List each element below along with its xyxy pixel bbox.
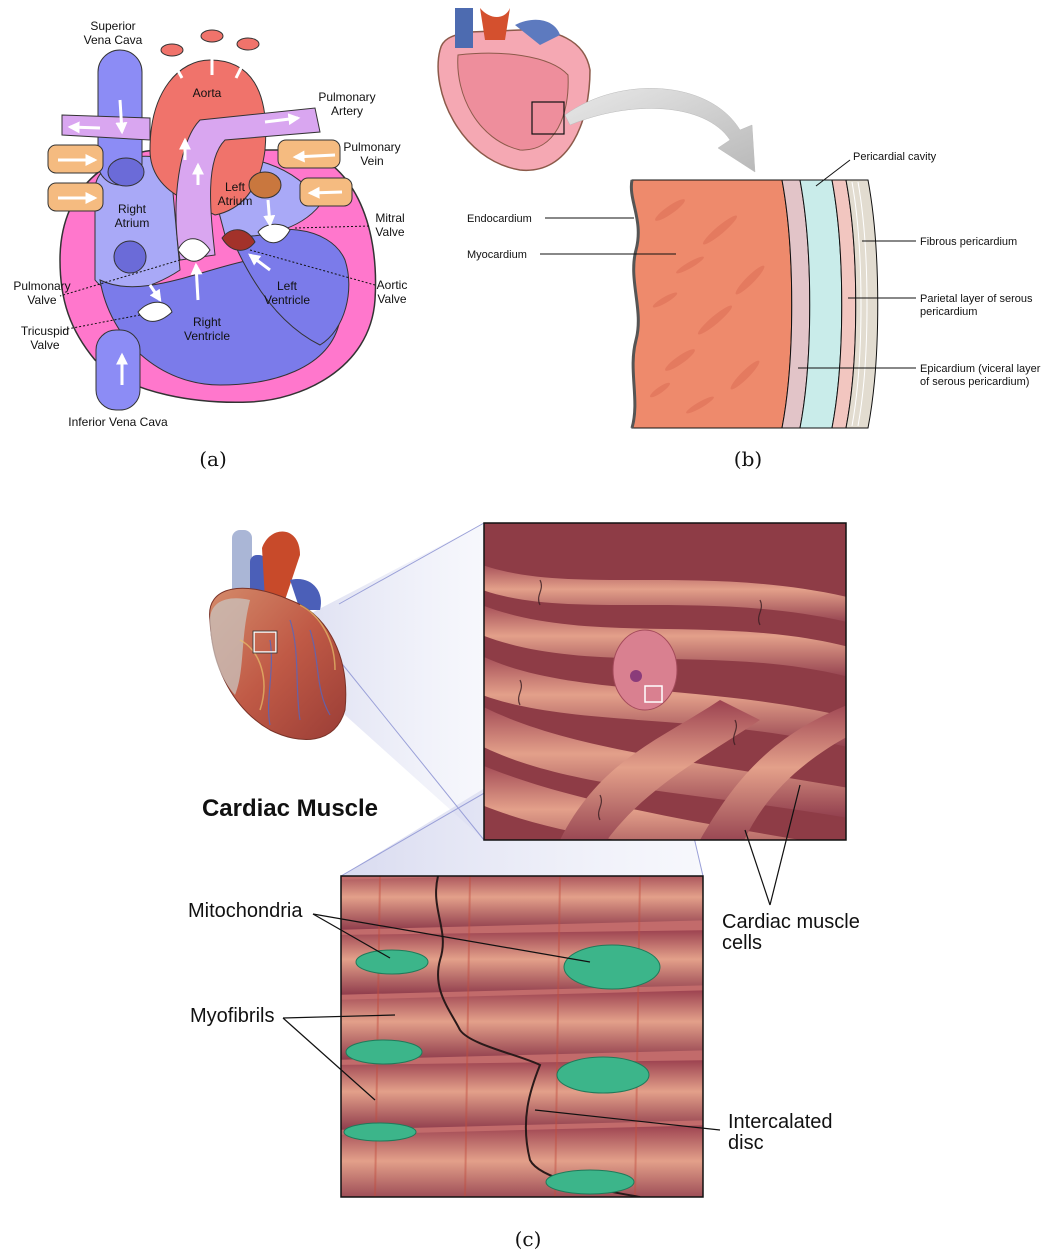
heart-thumbnail: [438, 8, 590, 170]
vena-cava-opening: [108, 158, 144, 186]
label-parietal-layer: pericardium: [920, 306, 977, 318]
label-left-atrium: Atrium: [218, 194, 253, 208]
label-superior-vena-cava: Vena Cava: [84, 33, 143, 47]
label-left-ventricle: Left: [277, 279, 298, 293]
label-mitral-valve: Mitral: [375, 211, 404, 225]
label-pulmonary-vein: Pulmonary: [343, 140, 400, 154]
label-pericardial-cavity: Pericardial cavity: [853, 151, 937, 163]
heart-illustration: [210, 530, 346, 740]
label-intercalated-disc: disc: [728, 1132, 764, 1154]
label-fibrous-pericardium: Fibrous pericardium: [920, 236, 1017, 248]
zoom-arrow: [565, 88, 755, 172]
label-pulmonary-artery: Pulmonary: [318, 90, 375, 104]
caption-a: (a): [199, 447, 227, 471]
label-left-ventricle: Ventricle: [264, 293, 310, 307]
aorta-branch-1: [161, 44, 183, 56]
pulmonary-vein-opening: [249, 172, 281, 198]
label-right-ventricle: Ventricle: [184, 329, 230, 343]
label-superior-vena-cava: Superior: [90, 19, 135, 33]
myofibril-bands: [330, 870, 720, 1205]
myofibrils-image: [330, 870, 720, 1205]
label-aorta: Aorta: [193, 86, 222, 100]
label-epicardium: of serous pericardium): [920, 376, 1029, 388]
label-right-atrium: Atrium: [115, 216, 150, 230]
label-pulmonary-valve: Pulmonary: [13, 279, 70, 293]
label-mitochondria: Mitochondria: [188, 900, 303, 922]
ivc-opening: [114, 241, 146, 273]
panel-b-heart-wall: Pericardial cavity Endocardium Myocardiu…: [438, 8, 1041, 471]
label-aortic-valve: Valve: [377, 292, 406, 306]
cardiac-cells-image: [470, 523, 860, 870]
label-myofibrils: Myofibrils: [190, 1005, 274, 1027]
label-tricuspid-valve: Tricuspid: [21, 324, 69, 338]
caption-b: (b): [734, 447, 762, 471]
label-mitral-valve: Valve: [375, 225, 404, 239]
label-pulmonary-valve: Valve: [27, 293, 56, 307]
label-cardiac-muscle-cells: cells: [722, 932, 762, 954]
label-right-ventricle: Right: [193, 315, 222, 329]
label-parietal-layer: Parietal layer of serous: [920, 293, 1033, 305]
label-right-atrium: Right: [118, 202, 147, 216]
panel-c-cardiac-muscle: Cardiac Muscle: [188, 523, 860, 1251]
label-intercalated-disc: Intercalated: [728, 1111, 833, 1133]
label-epicardium: Epicardium (viceral layer: [920, 363, 1041, 375]
label-aortic-valve: Aortic: [377, 278, 408, 292]
inferior-vena-cava: [96, 330, 140, 410]
label-cardiac-muscle-cells: Cardiac muscle: [722, 911, 860, 933]
label-left-atrium: Left: [225, 180, 246, 194]
label-endocardium: Endocardium: [467, 213, 532, 225]
caption-c: (c): [515, 1227, 542, 1251]
label-myocardium: Myocardium: [467, 249, 527, 261]
label-inferior-vena-cava: Inferior Vena Cava: [68, 415, 168, 429]
label-tricuspid-valve: Valve: [30, 338, 59, 352]
aorta-branch-2: [201, 30, 223, 42]
cardiac-muscle-title: Cardiac Muscle: [202, 795, 378, 822]
label-pulmonary-vein: Vein: [360, 154, 383, 168]
aorta-branch-3: [237, 38, 259, 50]
panel-a-heart-diagram: Superior Vena Cava Aorta Pulmonary Arter…: [13, 19, 407, 471]
label-pulmonary-artery: Artery: [331, 104, 363, 118]
